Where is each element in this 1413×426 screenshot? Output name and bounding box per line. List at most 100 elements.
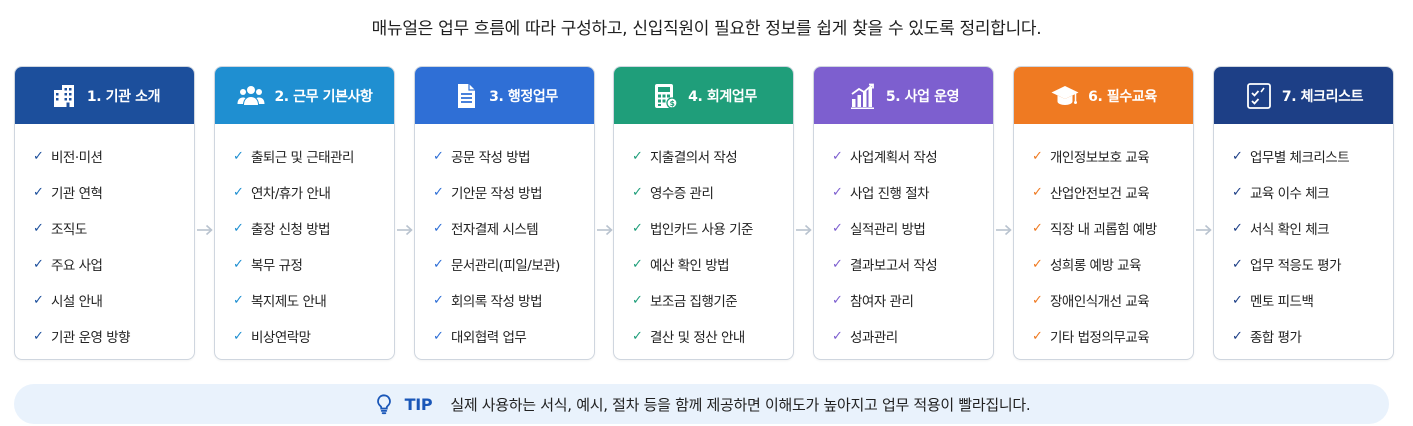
- checkmark-icon: ✓: [433, 148, 444, 164]
- list-item-label: 복지제도 안내: [251, 294, 327, 310]
- graduation-cap-icon: [1050, 81, 1080, 111]
- card-item-list: ✓지출결의서 작성✓영수증 관리✓법인카드 사용 기준✓예산 확인 방법✓보조금…: [614, 124, 793, 354]
- checkmark-icon: ✓: [1232, 292, 1243, 308]
- checkmark-icon: ✓: [1032, 328, 1043, 344]
- svg-text:$: $: [670, 98, 675, 107]
- list-item: ✓시설 안내: [33, 282, 194, 318]
- checkmark-icon: ✓: [433, 292, 444, 308]
- list-item-label: 전자결제 시스템: [451, 222, 539, 238]
- list-item-label: 사업 진행 절차: [850, 186, 930, 202]
- list-item: ✓보조금 집행기준: [632, 282, 793, 318]
- checkmark-icon: ✓: [33, 256, 44, 272]
- list-item-label: 비상연락망: [251, 330, 311, 346]
- list-item-label: 결과보고서 작성: [850, 258, 938, 274]
- checkmark-icon: ✓: [33, 148, 44, 164]
- list-item-label: 기안문 작성 방법: [451, 186, 543, 202]
- list-item: ✓지출결의서 작성: [632, 138, 793, 174]
- bar-chart-icon: [848, 81, 878, 111]
- list-item: ✓ 결산 및 정산 안내: [632, 318, 793, 354]
- list-item-label: 출퇴근 및 근태관리: [251, 150, 354, 166]
- list-item-label: 참여자 관리: [850, 294, 914, 310]
- list-item: ✓ 실적관리 방법: [832, 210, 993, 246]
- arrow-right-icon: [196, 222, 214, 236]
- list-item-label: 실적관리 방법: [850, 222, 926, 238]
- card-6: 6. 필수교육✓개인정보보호 교육✓산업안전보건 교육✓직장 내 괴롭힘 예방✓…: [1013, 66, 1194, 360]
- list-item-label: 기타 법정의무교육: [1050, 330, 1150, 346]
- list-item: ✓ 기안문 작성 방법: [433, 174, 594, 210]
- checkmark-icon: ✓: [832, 220, 843, 236]
- list-item: ✓ 복지제도 안내: [233, 282, 394, 318]
- checkmark-icon: ✓: [233, 328, 244, 344]
- tip-bar: TIP 실제 사용하는 서식, 예시, 절차 등을 함께 제공하면 이해도가 높…: [14, 384, 1389, 424]
- list-item: ✓사업 진행 절차: [832, 174, 993, 210]
- list-item: ✓연차/휴가 안내: [233, 174, 394, 210]
- list-item: ✓주요 사업: [33, 246, 194, 282]
- card-title: 2. 근무 기본사항: [274, 88, 373, 105]
- list-item: ✓업무 적응도 평가: [1232, 246, 1393, 282]
- list-item-label: 기관 운영 방향: [51, 330, 131, 346]
- list-item-label: 조직도: [51, 222, 87, 238]
- list-item-label: 장애인식개선 교육: [1050, 294, 1150, 310]
- building-icon: [49, 81, 79, 111]
- checkmark-icon: ✓: [1032, 184, 1043, 200]
- checkmark-icon: ✓: [632, 256, 643, 272]
- card-3: 3. 행정업무✓공문 작성 방법✓기안문 작성 방법✓전자결제 시스템✓문서관리…: [414, 66, 595, 360]
- card-5: 5. 사업 운영 ✓ 사업계획서 작성 ✓사업 진행 절차 ✓ 실적관리 방법 ✓ 결과보고서…: [813, 66, 994, 360]
- tip-text: 실제 사용하는 서식, 예시, 절차 등을 함께 제공하면 이해도가 높아지고 …: [450, 395, 1031, 414]
- card-title: 1. 기관 소개: [86, 88, 161, 105]
- list-item: ✓ 장애인식개선 교육: [1032, 282, 1193, 318]
- card-title: 3. 행정업무: [489, 88, 558, 105]
- headline: 매뉴얼은 업무 흐름에 따라 구성하고, 신입직원이 필요한 정보를 쉽게 찾을…: [371, 19, 1042, 39]
- checkmark-icon: ✓: [433, 328, 444, 344]
- list-item-label: 종합 평가: [1250, 330, 1302, 346]
- list-item: ✓전자결제 시스템: [433, 210, 594, 246]
- card-header: 2. 근무 기본사항: [215, 67, 394, 124]
- checkmark-icon: ✓: [233, 220, 244, 236]
- list-item-label: 서식 확인 체크: [1250, 222, 1330, 238]
- list-item: ✓ 기타 법정의무교육: [1032, 318, 1193, 354]
- checkmark-icon: ✓: [632, 328, 643, 344]
- card-item-list: ✓비전·미션✓기관 연혁✓조직도✓주요 사업✓시설 안내✓기관 운영 방향: [15, 124, 194, 354]
- list-item: ✓ 멘토 피드백: [1232, 282, 1393, 318]
- list-item: ✓ 산업안전보건 교육: [1032, 174, 1193, 210]
- list-item: ✓서식 확인 체크: [1232, 210, 1393, 246]
- lightbulb-icon: [376, 394, 391, 415]
- list-item: ✓ 종합 평가: [1232, 318, 1393, 354]
- checkmark-icon: ✓: [1032, 292, 1043, 308]
- arrow-right-icon: [995, 222, 1013, 236]
- card-item-list: ✓사업계획서 작성✓사업 진행 절차✓실적관리 방법✓결과보고서 작성✓참여자 …: [814, 124, 993, 354]
- list-item-label: 공문 작성 방법: [451, 150, 531, 166]
- list-item: ✓업무별 체크리스트: [1232, 138, 1393, 174]
- list-item-label: 멘토 피드백: [1250, 294, 1314, 310]
- card-title: 4. 회계업무: [688, 88, 757, 105]
- list-item-label: 시설 안내: [51, 294, 103, 310]
- list-item-label: 기관 연혁: [51, 186, 103, 202]
- list-item: ✓ 참여자 관리: [832, 282, 993, 318]
- checkmark-icon: ✓: [433, 184, 444, 200]
- list-item-label: 문서관리(피일/보관): [451, 258, 560, 274]
- list-item-label: 결산 및 정산 안내: [650, 330, 745, 346]
- checkmark-icon: ✓: [1232, 328, 1243, 344]
- list-item: ✓개인정보보호 교육: [1032, 138, 1193, 174]
- checkmark-icon: ✓: [632, 148, 643, 164]
- checkmark-icon: ✓: [1032, 256, 1043, 272]
- list-item-label: 성희롱 예방 교육: [1050, 258, 1142, 274]
- checkmark-icon: ✓: [1232, 256, 1243, 272]
- checkmark-icon: ✓: [33, 220, 44, 236]
- list-item-label: 산업안전보건 교육: [1050, 186, 1150, 202]
- list-item-label: 사업계획서 작성: [850, 150, 938, 166]
- card-header: 5. 사업 운영: [814, 67, 993, 124]
- card-header: 3. 행정업무: [415, 67, 594, 124]
- list-item: ✓ 공문 작성 방법: [433, 138, 594, 174]
- checkmark-icon: ✓: [832, 256, 843, 272]
- list-item: ✓비전·미션: [33, 138, 194, 174]
- list-item-label: 직장 내 괴롭힘 예방: [1050, 222, 1157, 238]
- checkmark-icon: ✓: [1232, 148, 1243, 164]
- list-item: ✓기관 운영 방향: [33, 318, 194, 354]
- card-title: 7. 체크리스트: [1281, 88, 1364, 105]
- card-title: 5. 사업 운영: [885, 88, 960, 105]
- checkmark-icon: ✓: [832, 292, 843, 308]
- checkmark-icon: ✓: [233, 292, 244, 308]
- list-item: ✓직장 내 괴롭힘 예방: [1032, 210, 1193, 246]
- checkmark-icon: ✓: [632, 292, 643, 308]
